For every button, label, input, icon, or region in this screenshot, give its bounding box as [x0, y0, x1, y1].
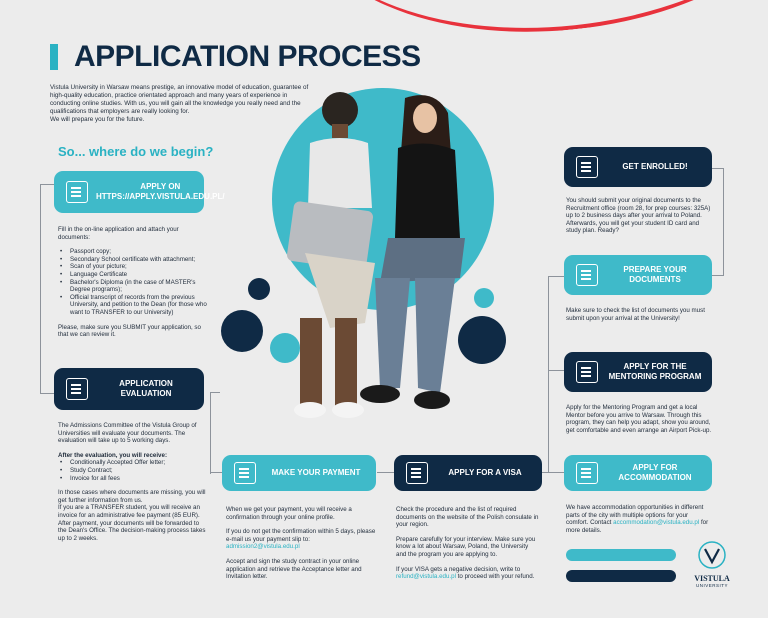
accommodation-email-link[interactable]: accommodation@vistula.edu.pl [613, 519, 700, 527]
mentoring-label: APPLY FOR THE MENTORING PROGRAM [608, 362, 702, 381]
accommodation-description: We have accommodation opportunities in d… [566, 504, 712, 534]
connector-payment-visa [377, 472, 395, 473]
form-icon [66, 181, 88, 203]
apply-submit-note: Please, make sure you SUBMIT your applic… [58, 323, 201, 339]
visa-refund-email-link[interactable]: refund@vistula.edu.pl [396, 573, 456, 581]
payment-description: When we get your payment, you will recei… [226, 506, 376, 581]
step-evaluation-button[interactable]: APPLICATION EVALUATION [54, 368, 204, 410]
visa-label: APPLY FOR A VISA [448, 468, 522, 477]
payment-contract-note: Accept and sign the study contract in yo… [226, 557, 362, 581]
payment-email-link[interactable]: admission2@vistula.edu.pl [226, 543, 300, 551]
connector-eval-payment [210, 392, 220, 474]
page-title: APPLICATION PROCESS [74, 40, 421, 73]
visa-description: Check the procedure and the list of requ… [396, 506, 540, 581]
form-icon [576, 264, 598, 286]
connector-enroll-docs [710, 168, 724, 276]
step-documents-button[interactable]: PREPARE YOUR DOCUMENTS [564, 255, 712, 295]
intro-tagline: We will prepare you for the future. [50, 116, 145, 123]
payment-label: MAKE YOUR PAYMENT [271, 468, 361, 477]
list-item: Conditionally Accepted Offer letter; [60, 459, 208, 467]
list-item: Scan of your picture; [60, 263, 208, 271]
decor-dot-small-teal [474, 288, 494, 308]
decor-dot-large-navy [458, 316, 506, 364]
form-icon [66, 378, 88, 400]
evaluation-receive-heading: After the evaluation, you will receive: [58, 451, 168, 459]
apply-url[interactable]: https://apply.vistula.edu.pl/ [96, 192, 225, 201]
form-icon [576, 156, 598, 178]
list-item: Invoice for all fees [60, 475, 208, 483]
accommodation-text-end: for more details. [566, 519, 709, 534]
decor-dot-teal [270, 333, 300, 363]
visa-refund-text-end: to proceed with your refund. [457, 573, 535, 581]
enrolled-label: GET ENROLLED! [622, 162, 688, 171]
form-icon [234, 462, 256, 484]
intro-text: Vistula University in Warsaw means prest… [50, 84, 310, 124]
connector-visa-accom [542, 472, 564, 473]
accommodation-text: We have accommodation opportunities in d… [566, 504, 704, 527]
visa-interview: Prepare carefully for your interview. Ma… [396, 535, 536, 558]
list-item: Language Certificate [60, 271, 208, 279]
title-accent-bar [50, 44, 58, 70]
payment-no-confirmation: If you do not get the confirmation withi… [226, 528, 376, 543]
vistula-emblem-icon [698, 541, 726, 569]
apply-documents-list: Passport copy; Secondary School certific… [60, 248, 208, 316]
decor-dot-small-navy [248, 278, 270, 300]
accommodation-label: APPLY FOR ACCOMMODATION [618, 463, 692, 482]
visa-procedure: Check the procedure and the list of requ… [396, 506, 539, 529]
evaluation-missing-note: In those cases where documents are missi… [58, 489, 206, 504]
decor-bar-navy [566, 570, 676, 582]
step-enrolled-button[interactable]: GET ENROLLED! [564, 147, 712, 187]
apply-description: Fill in the on-line application and atta… [58, 226, 208, 339]
apply-label: APPLY ON [140, 182, 181, 191]
connector-accom-mentor [548, 370, 564, 472]
form-icon [576, 462, 598, 484]
evaluation-description: The Admissions Committee of the Vistula … [58, 422, 208, 542]
enrolled-description: You should submit your original document… [566, 197, 711, 235]
evaluation-intro: The Admissions Committee of the Vistula … [58, 422, 197, 445]
decor-bar-teal [566, 549, 676, 561]
payment-confirmation: When we get your payment, you will recei… [226, 506, 352, 521]
logo-name: VISTULA [694, 574, 730, 583]
list-item: Study Contract; [60, 467, 208, 475]
list-item: Passport copy; [60, 248, 208, 256]
evaluation-label: APPLICATION EVALUATION [119, 379, 173, 398]
logo-sub: UNIVERSITY [695, 583, 728, 588]
intro-paragraph: Vistula University in Warsaw means prest… [50, 84, 309, 115]
vistula-logo: VISTULA UNIVERSITY [690, 540, 734, 588]
step-mentoring-button[interactable]: APPLY FOR THE MENTORING PROGRAM [564, 352, 712, 392]
students-photo [286, 92, 465, 418]
evaluation-list: Conditionally Accepted Offer letter; Stu… [60, 459, 208, 482]
list-item: Secondary School certificate with attach… [60, 256, 208, 264]
apply-intro: Fill in the on-line application and atta… [58, 226, 179, 241]
documents-description: Make sure to check the list of documents… [566, 307, 705, 322]
connector-docs-mentor [548, 276, 564, 370]
decor-dot-navy [221, 310, 263, 352]
step-payment-button[interactable]: MAKE YOUR PAYMENT [222, 455, 376, 491]
visa-refund-text: If your VISA gets a negative decision, w… [396, 565, 521, 573]
connector-eval-payment-2 [210, 472, 222, 473]
documents-label: PREPARE YOUR DOCUMENTS [623, 265, 687, 284]
step-visa-button[interactable]: APPLY FOR A VISA [394, 455, 542, 491]
mentoring-description: Apply for the Mentoring Program and get … [566, 404, 712, 434]
list-item: Official transcript of records from the … [60, 294, 208, 317]
form-icon [406, 462, 428, 484]
list-item: Bachelor's Diploma (in the case of MASTE… [60, 279, 208, 294]
step-accommodation-button[interactable]: APPLY FOR ACCOMMODATION [564, 455, 712, 491]
connector-left [40, 184, 56, 394]
form-icon [576, 361, 598, 383]
section-subtitle: So... where do we begin? [58, 144, 214, 159]
step-apply-online-button[interactable]: APPLY ONhttps://apply.vistula.edu.pl/ [54, 171, 225, 213]
evaluation-transfer-note: If you are a TRANSFER student, you will … [58, 504, 206, 542]
